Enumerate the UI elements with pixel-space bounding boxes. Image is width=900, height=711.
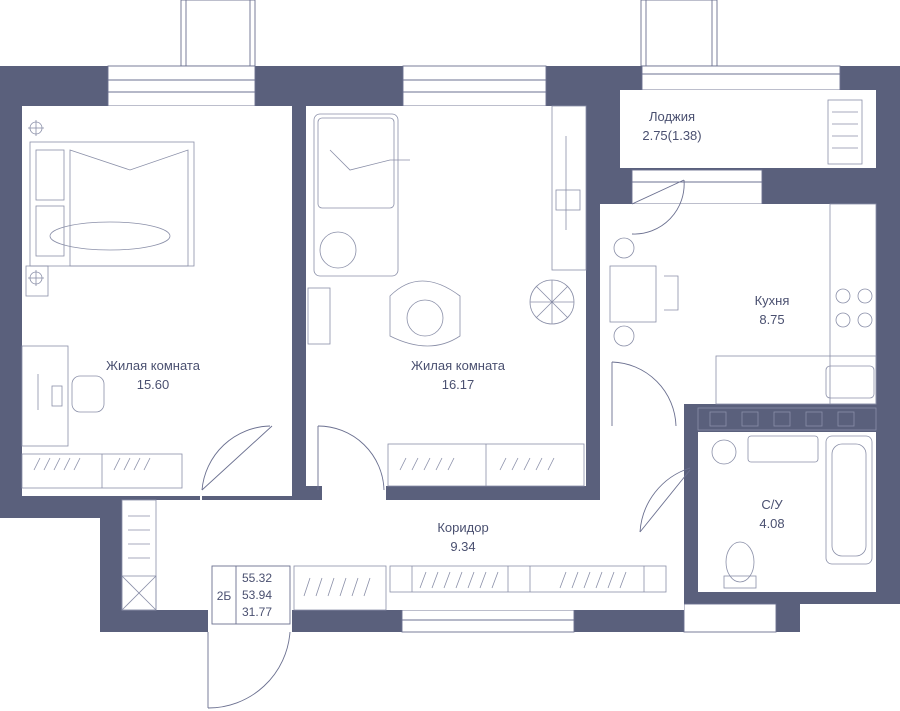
wardrobe-mid	[387, 443, 585, 487]
room-name: Коридор	[437, 520, 488, 535]
room-label-kitchen: Кухня 8.75	[755, 293, 790, 327]
vent-shaft	[697, 407, 877, 431]
room-name: Жилая комната	[411, 358, 506, 373]
wall-lamp-icon	[25, 120, 49, 297]
room-area: 16.17	[442, 377, 475, 392]
bed	[29, 141, 195, 267]
radiator	[307, 287, 331, 345]
living-area: 31.77	[242, 605, 272, 619]
floor-areas	[22, 90, 876, 610]
room-label-living-mid: Жилая комната 16.17	[411, 358, 506, 392]
room-name: Жилая комната	[106, 358, 201, 373]
window-openings	[107, 65, 841, 633]
corridor-wardrobe	[121, 499, 667, 611]
room-name: С/У	[761, 497, 783, 512]
room-label-living-left: Жилая комната 15.60	[106, 358, 201, 392]
room-name: Кухня	[755, 293, 790, 308]
armchair	[389, 280, 461, 347]
desk	[21, 345, 105, 447]
loggia-rack	[827, 99, 863, 165]
room-label-loggia: Лоджия 2.75(1.38)	[642, 109, 701, 143]
living-area-with-loggia: 53.94	[242, 588, 272, 602]
room-area: 2.75(1.38)	[642, 128, 701, 143]
room-area: 4.08	[759, 516, 784, 531]
plant-icon	[529, 279, 575, 325]
top-window-left	[180, 0, 256, 67]
kitchen-counter	[715, 203, 877, 405]
apartment-type: 2Б	[217, 589, 232, 603]
sofa	[313, 113, 410, 277]
top-window-right	[640, 0, 718, 67]
room-name: Лоджия	[649, 109, 695, 124]
bathroom-fixtures	[711, 435, 873, 589]
dining-table	[609, 237, 679, 347]
area-summary-box: 2Б 55.32 53.94 31.77	[211, 565, 291, 625]
room-area: 15.60	[137, 377, 170, 392]
tv-stand	[551, 105, 587, 271]
room-label-bathroom: С/У 4.08	[759, 497, 784, 531]
room-area: 9.34	[450, 539, 475, 554]
room-area: 8.75	[759, 312, 784, 327]
room-label-corridor: Коридор 9.34	[437, 520, 488, 554]
doors	[201, 179, 691, 709]
wardrobe-left	[21, 453, 183, 489]
walls	[0, 66, 900, 632]
total-area: 55.32	[242, 571, 272, 585]
